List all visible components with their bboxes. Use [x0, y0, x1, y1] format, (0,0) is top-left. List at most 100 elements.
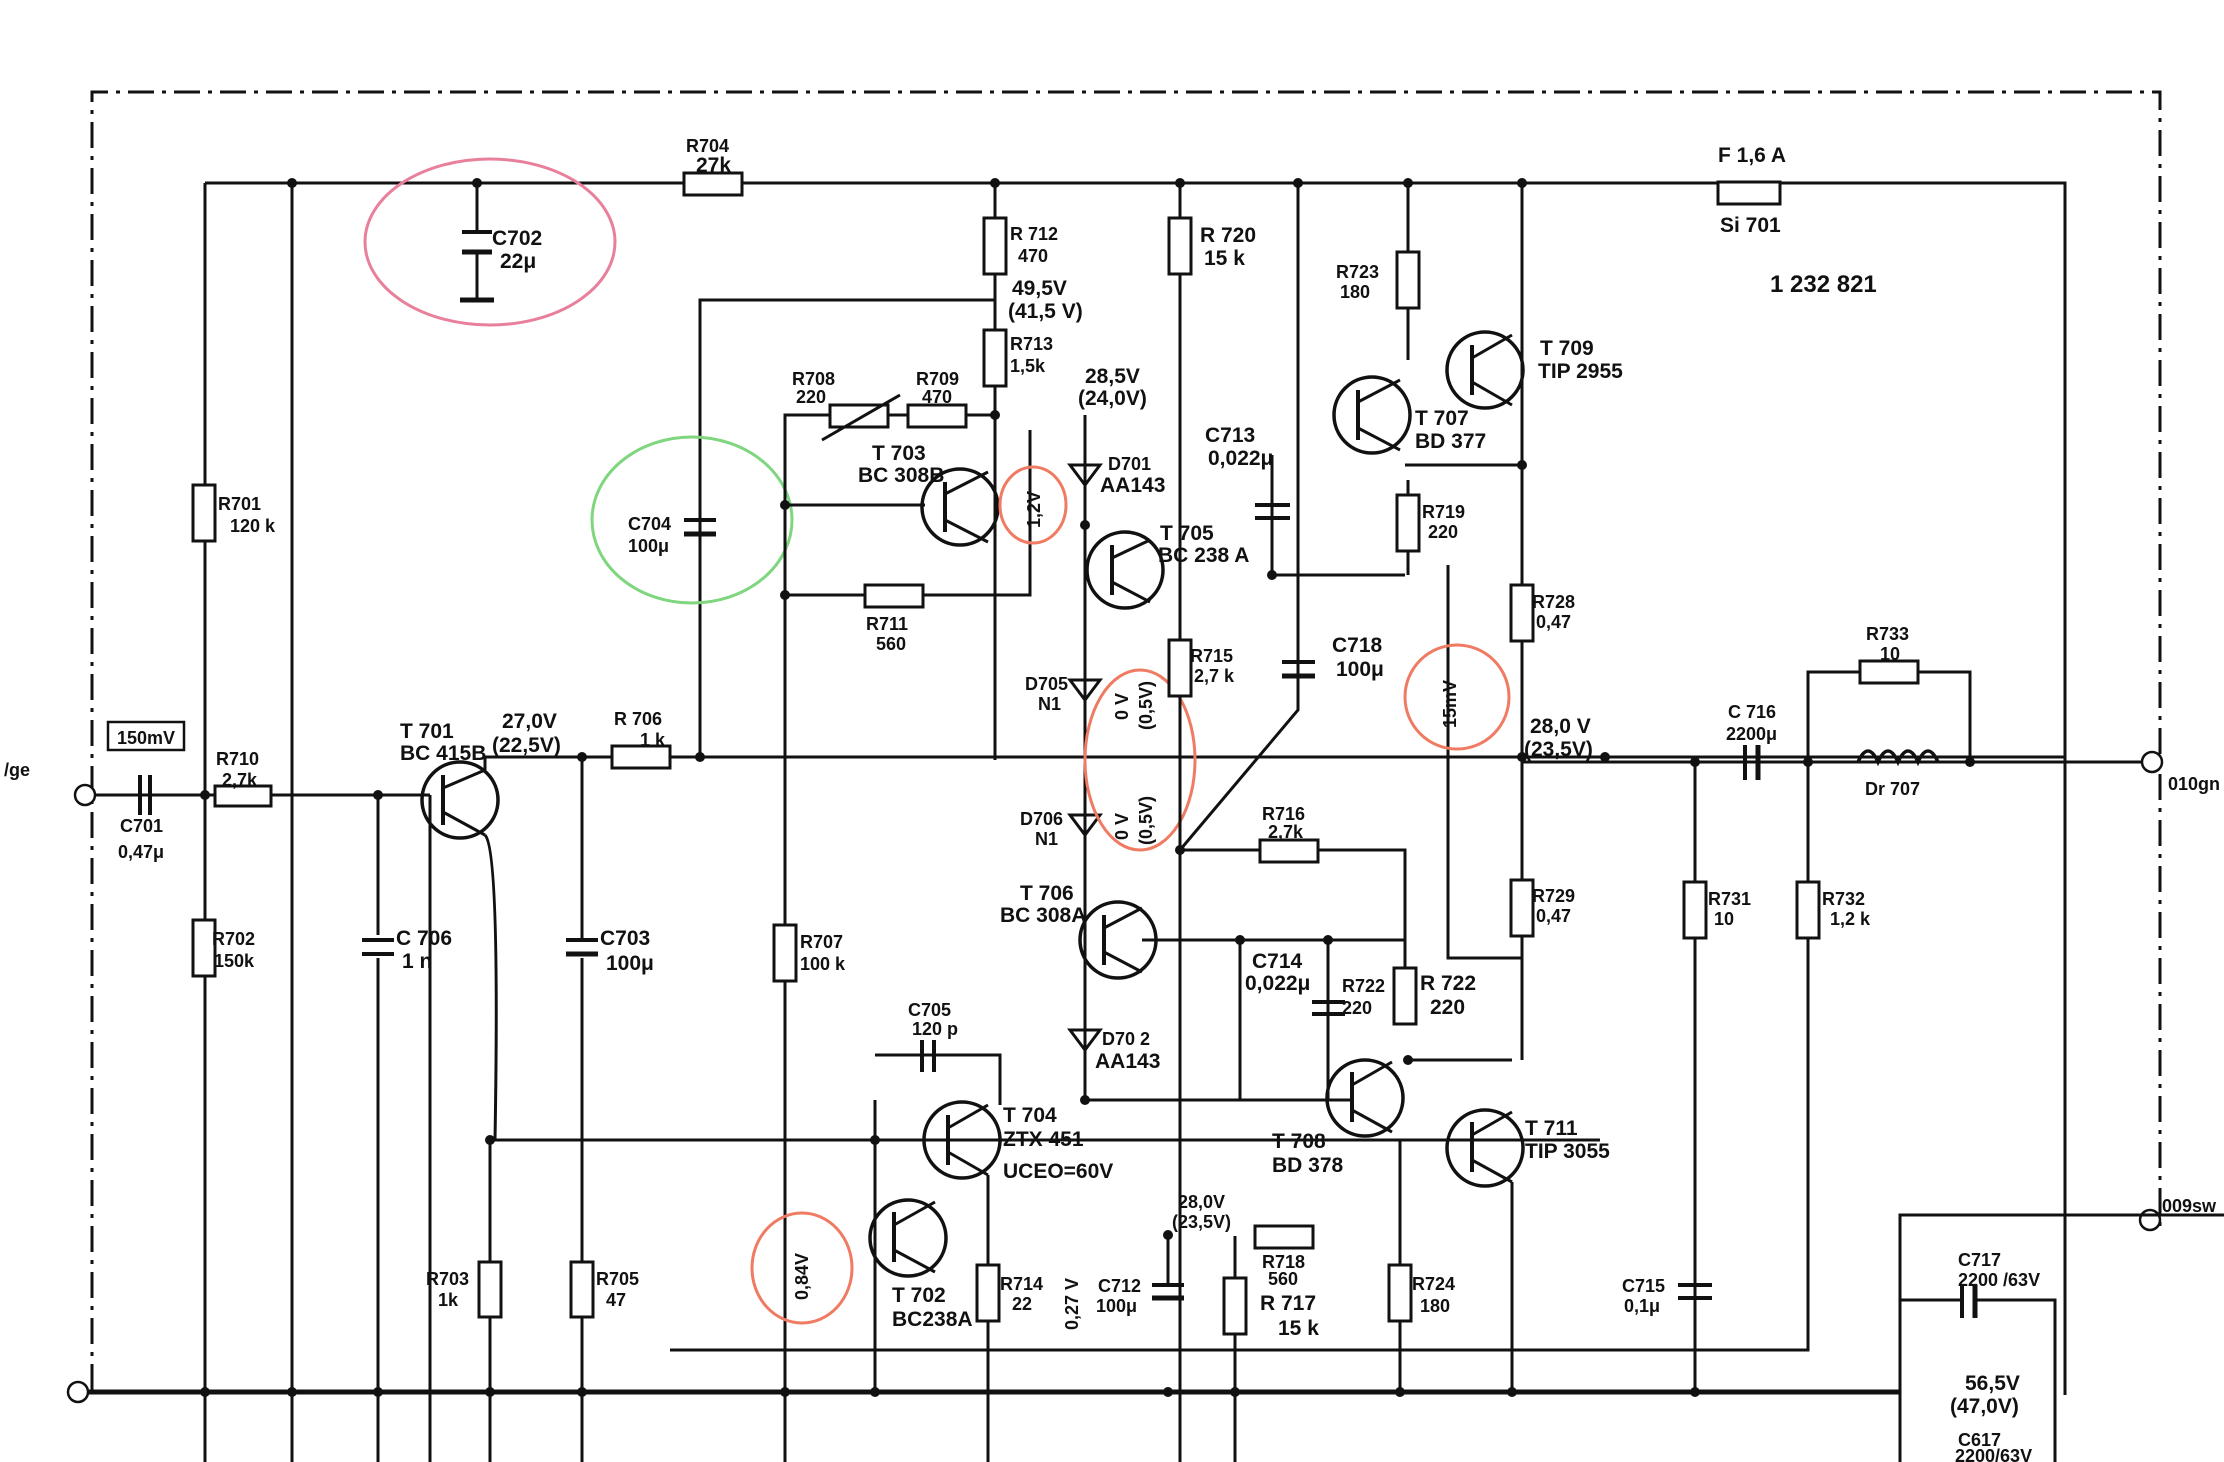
svg-text:150k: 150k [214, 951, 255, 971]
svg-text:C702: C702 [492, 227, 542, 250]
transistor-t701 [420, 760, 500, 840]
svg-text:1 n: 1 n [402, 950, 432, 973]
board-frame [90, 90, 2162, 1390]
svg-text:120 k: 120 k [230, 516, 276, 536]
svg-text:TIP 2955: TIP 2955 [1538, 360, 1623, 383]
svg-text:(41,5 V): (41,5 V) [1008, 300, 1083, 323]
svg-text:560: 560 [1268, 1269, 1298, 1289]
output-terminal-gn [2140, 750, 2164, 774]
svg-text:100 k: 100 k [800, 954, 846, 974]
svg-text:(22,5V): (22,5V) [492, 734, 561, 757]
transistor-t703 [920, 467, 1000, 547]
svg-text:C713: C713 [1205, 424, 1255, 447]
svg-text:(23,5V): (23,5V) [1524, 738, 1593, 761]
transistor-t704 [922, 1100, 1002, 1180]
svg-text:D70 2: D70 2 [1102, 1029, 1150, 1049]
svg-text:009sw: 009sw [2162, 1196, 2217, 1216]
svg-text:BD 378: BD 378 [1272, 1154, 1344, 1177]
svg-text:C705: C705 [908, 1000, 951, 1020]
highlight-1-2v [998, 465, 1068, 545]
input-level: 150mV [117, 728, 175, 748]
resistor-r702 [191, 918, 217, 978]
svg-text:220: 220 [1342, 998, 1372, 1018]
resistor-r728 [1509, 583, 1535, 643]
svg-text:R710: R710 [216, 749, 259, 769]
svg-text:D701: D701 [1108, 454, 1151, 474]
svg-text:R714: R714 [1000, 1274, 1043, 1294]
resistor-r709 [906, 403, 968, 429]
svg-text:15mV: 15mV [1440, 680, 1460, 728]
svg-text:R702: R702 [212, 929, 255, 949]
svg-text:R705: R705 [596, 1269, 639, 1289]
resistor-r733 [1858, 659, 1920, 685]
svg-text:R715: R715 [1190, 646, 1233, 666]
svg-text:56,5V: 56,5V [1965, 1372, 2020, 1395]
svg-text:1,5k: 1,5k [1010, 356, 1046, 376]
svg-text:R722: R722 [1342, 976, 1385, 996]
svg-text:R724: R724 [1412, 1274, 1455, 1294]
svg-text:C703: C703 [600, 927, 650, 950]
svg-text:N1: N1 [1038, 694, 1061, 714]
svg-text:470: 470 [1018, 246, 1048, 266]
svg-text:0,022μ: 0,022μ [1208, 447, 1273, 470]
svg-text:220: 220 [796, 387, 826, 407]
svg-text:C717: C717 [1958, 1250, 2001, 1270]
svg-text:R733: R733 [1866, 624, 1909, 644]
svg-text:10: 10 [1714, 909, 1734, 929]
svg-text:R707: R707 [800, 932, 843, 952]
svg-text:R732: R732 [1822, 889, 1865, 909]
svg-text:T 704: T 704 [1003, 1104, 1057, 1127]
svg-text:T 705: T 705 [1160, 522, 1214, 545]
resistor-r713 [982, 328, 1008, 388]
svg-text:15 k: 15 k [1278, 1317, 1319, 1340]
resistor-r712 [982, 216, 1008, 276]
svg-text:R 712: R 712 [1010, 224, 1058, 244]
svg-text:R718: R718 [1262, 1252, 1305, 1272]
svg-text:C718: C718 [1332, 634, 1383, 657]
svg-text:F 1,6 A: F 1,6 A [1718, 144, 1786, 167]
svg-text:1,2V: 1,2V [1024, 491, 1044, 528]
svg-text:0 V: 0 V [1112, 693, 1132, 720]
output-terminal-sw [2138, 1208, 2162, 1232]
svg-text:T 703: T 703 [872, 442, 926, 465]
svg-text:0,47: 0,47 [1536, 906, 1571, 926]
svg-text:R 720: R 720 [1200, 224, 1256, 247]
svg-text:220: 220 [1430, 996, 1465, 1019]
svg-text:(24,0V): (24,0V) [1078, 387, 1147, 410]
highlight-0-84v [750, 1211, 854, 1325]
svg-text:27k: 27k [696, 154, 731, 177]
resistor-r714 [975, 1263, 1001, 1323]
svg-text:T 701: T 701 [400, 720, 454, 743]
svg-text:R716: R716 [1262, 804, 1305, 824]
svg-text:R729: R729 [1532, 886, 1575, 906]
svg-text:(0,5V): (0,5V) [1136, 681, 1156, 730]
svg-text:N1: N1 [1035, 829, 1058, 849]
svg-text:BC238A: BC238A [892, 1308, 973, 1331]
svg-text:1k: 1k [438, 1290, 459, 1310]
svg-text:220: 220 [1428, 522, 1458, 542]
svg-text:0,1μ: 0,1μ [1624, 1296, 1660, 1316]
board-number: 1 232 821 [1770, 271, 1877, 298]
transistor-t711 [1445, 1108, 1525, 1188]
resistor-r718 [1253, 1224, 1315, 1250]
svg-text:R 717: R 717 [1260, 1292, 1316, 1315]
svg-text:0,84V: 0,84V [792, 1253, 812, 1300]
top-rail [205, 181, 2067, 1395]
svg-text:BC 415B: BC 415B [400, 742, 486, 765]
svg-text:BC 238 A: BC 238 A [1158, 544, 1249, 567]
svg-text:R 706: R 706 [614, 709, 662, 729]
resistor-r703 [477, 1260, 503, 1319]
transistor-t702 [868, 1198, 948, 1278]
svg-text:BC 308B: BC 308B [858, 464, 944, 487]
highlight-c702 [363, 157, 617, 327]
resistor-r720 [1167, 216, 1193, 276]
svg-text:100μ: 100μ [606, 952, 654, 975]
resistor-r722 [1392, 966, 1418, 1026]
svg-text:47: 47 [606, 1290, 626, 1310]
input-partial-label: /ge [4, 760, 30, 780]
svg-text:R704: R704 [686, 136, 729, 156]
svg-text:TIP 3055: TIP 3055 [1525, 1140, 1610, 1163]
resistor-r724 [1387, 1263, 1413, 1323]
svg-text:0,27 V: 0,27 V [1062, 1278, 1082, 1330]
svg-text:1 k: 1 k [640, 730, 666, 750]
